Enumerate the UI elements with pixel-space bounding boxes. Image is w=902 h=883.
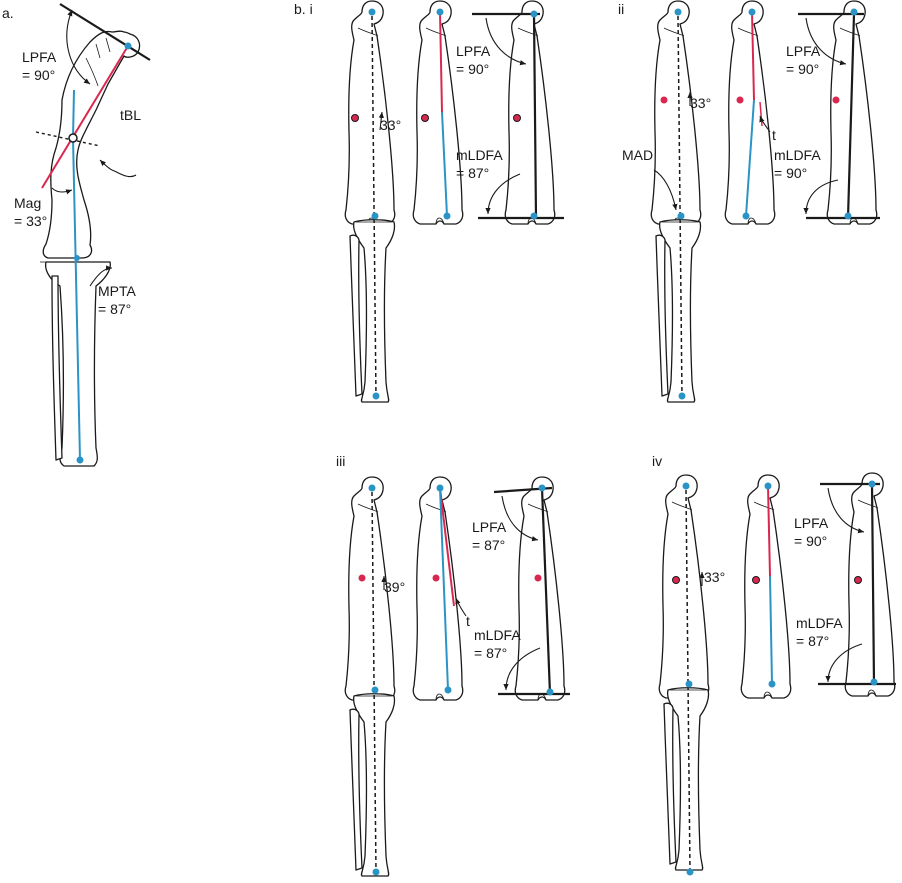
lpfa-arc-a bbox=[66, 9, 91, 85]
lpfa-label-a: LPFA bbox=[22, 49, 57, 65]
femur-full-b-iv bbox=[658, 474, 710, 699]
mldfa-value-b-i: = 87° bbox=[456, 165, 489, 181]
mpta-label-a: MPTA bbox=[98, 283, 137, 299]
panel-b-i: b. i 33° LPFA = 90° mLDFA = 87° bbox=[294, 0, 564, 403]
mpta-value-a: = 87° bbox=[98, 301, 131, 317]
mpta-arc-a bbox=[89, 265, 113, 287]
lpfa-label-b-ii: LPFA bbox=[786, 43, 821, 59]
panel-label-a: a. bbox=[2, 5, 14, 21]
angle-label-b-iii: 39° bbox=[384, 579, 405, 595]
mechanical-axis-a bbox=[72, 137, 81, 461]
femur-ref-b-i bbox=[504, 0, 556, 225]
mldfa-label-b-iii: mLDFA bbox=[474, 627, 521, 643]
lpfa-label-b-iii: LPFA bbox=[472, 519, 507, 535]
femur-mid-b-i bbox=[412, 0, 464, 225]
tbl-pointer-a bbox=[99, 159, 137, 178]
panel-b-ii: ii 33° MAD t LPFA = 90° mLDFA = 90° bbox=[618, 0, 880, 403]
tibia-full-b-ii bbox=[655, 219, 702, 403]
lpfa-label-b-iv: LPFA bbox=[794, 515, 829, 531]
lpfa-value-b-i: = 90° bbox=[456, 61, 489, 77]
panel-label-b-ii: ii bbox=[618, 1, 624, 17]
anatomic-axis-a bbox=[41, 45, 129, 189]
femoral-head-center-a bbox=[124, 42, 132, 50]
panel-a: a. LPFA = 90° tBL Mag = 33° MPTA = 87° bbox=[2, 3, 151, 467]
mad-label-b-ii: MAD bbox=[622, 147, 653, 163]
tbl-label-a: tBL bbox=[120, 107, 141, 123]
cora-point-a bbox=[68, 133, 78, 143]
mldfa-value-b-iii: = 87° bbox=[474, 645, 507, 661]
angle-label-b-iv: 33° bbox=[704, 569, 725, 585]
angle-label-b-i: 33° bbox=[380, 117, 401, 133]
mag-label-a: Mag bbox=[14, 195, 41, 211]
panel-b-iv: iv 33° LPFA = 90° mLDFA = 87° bbox=[652, 453, 896, 876]
mldfa-value-b-iv: = 87° bbox=[796, 633, 829, 649]
angle-label-b-ii: 33° bbox=[690, 95, 711, 111]
panel-label-b-iii: iii bbox=[336, 453, 345, 469]
lpfa-value-b-ii: = 90° bbox=[786, 61, 819, 77]
femur-mid-b-iv bbox=[740, 474, 792, 699]
lpfa-label-b-i: LPFA bbox=[456, 43, 491, 59]
fibula-outline-a bbox=[51, 275, 63, 461]
mag-arc-a bbox=[51, 187, 73, 195]
knee-center-a bbox=[74, 255, 80, 261]
panel-label-b-i: b. i bbox=[294, 1, 313, 17]
tibia-full-b-iii bbox=[349, 693, 396, 877]
tibia-full-b-iv bbox=[663, 687, 710, 871]
femur-mid-b-iii bbox=[412, 476, 464, 701]
t-label-b-iii: t bbox=[466, 613, 470, 629]
mldfa-label-b-iv: mLDFA bbox=[796, 615, 843, 631]
lpfa-value-b-iv: = 90° bbox=[794, 533, 827, 549]
tbl-line-a bbox=[35, 131, 101, 147]
lpfa-value-a: = 90° bbox=[22, 67, 55, 83]
mldfa-label-b-i: mLDFA bbox=[456, 147, 503, 163]
ankle-center-a bbox=[76, 456, 84, 464]
t-label-b-ii: t bbox=[772, 127, 776, 143]
tibia-full-b-i bbox=[349, 219, 396, 403]
mldfa-value-b-ii: = 90° bbox=[774, 165, 807, 181]
panel-b-iii: iii 39° t LPFA = 87° mLDFA = 87° bbox=[336, 453, 570, 877]
panel-label-b-iv: iv bbox=[652, 453, 662, 469]
femur-ref-b-iii bbox=[514, 476, 566, 701]
femur-ref-b-iv bbox=[844, 472, 896, 697]
lpfa-value-b-iii: = 87° bbox=[472, 537, 505, 553]
femur-full-b-i bbox=[344, 0, 396, 225]
mag-value-a: = 33° bbox=[14, 213, 47, 229]
femur-mid-b-ii bbox=[724, 0, 776, 225]
femur-full-b-ii bbox=[650, 0, 702, 225]
mldfa-label-b-ii: mLDFA bbox=[774, 147, 821, 163]
